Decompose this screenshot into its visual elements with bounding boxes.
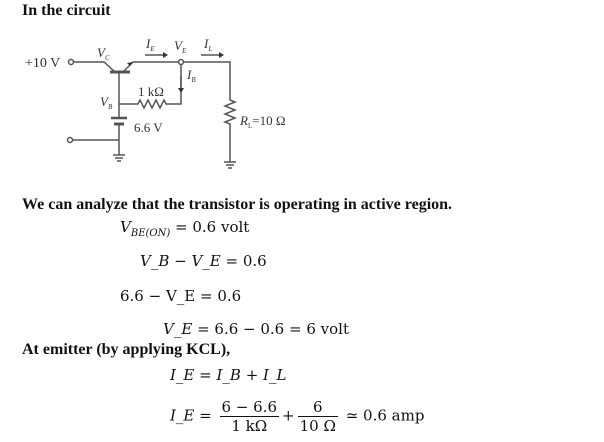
equation-ve-result: V_E = 6.6 − 0.6 = 6 volt <box>163 320 349 338</box>
svg-text:1 kΩ: 1 kΩ <box>138 84 164 99</box>
svg-text:IL: IL <box>203 36 212 53</box>
svg-text:VB: VB <box>100 94 113 111</box>
equation-kcl: I_E = I_B + I_L <box>170 366 287 384</box>
supply-terminal <box>67 58 75 66</box>
svg-text:6.6 V: 6.6 V <box>134 120 163 135</box>
input-terminal <box>66 136 74 144</box>
svg-text:VC: VC <box>97 45 110 62</box>
ground-icon <box>113 154 125 162</box>
ground-icon <box>224 161 236 169</box>
il-arrow-icon <box>219 52 224 58</box>
svg-text:RL=10 Ω: RL=10 Ω <box>239 113 285 130</box>
emitter-wire <box>123 61 178 72</box>
collector-wire <box>74 61 115 72</box>
emitter-node <box>177 58 185 66</box>
analysis-text: We can analyze that the transistor is op… <box>22 196 453 213</box>
equation-vbe: VBE(ON) = 0.6 volt <box>120 218 250 239</box>
kcl-text: At emitter (by applying KCL), <box>22 341 231 358</box>
svg-text:IB: IB <box>186 67 196 84</box>
intro-text: In the circuit <box>22 2 111 19</box>
base-resistor <box>119 65 182 110</box>
svg-text:IE: IE <box>145 36 155 53</box>
ib-arrow-icon <box>178 88 184 93</box>
ie-arrow-icon <box>163 52 168 58</box>
equation-vb-ve: V_B − V_E = 0.6 <box>140 252 267 270</box>
svg-text:+10 V: +10 V <box>25 56 60 71</box>
load-resistor <box>184 61 238 162</box>
ground-wire <box>73 124 120 155</box>
circuit-diagram: +10 V VC IE VE IL IB VB 1 kΩ 6.6 V RL=10… <box>25 36 285 169</box>
equation-ve: 6.6 − V_E = 0.6 <box>120 287 242 305</box>
svg-text:VE: VE <box>174 38 187 55</box>
